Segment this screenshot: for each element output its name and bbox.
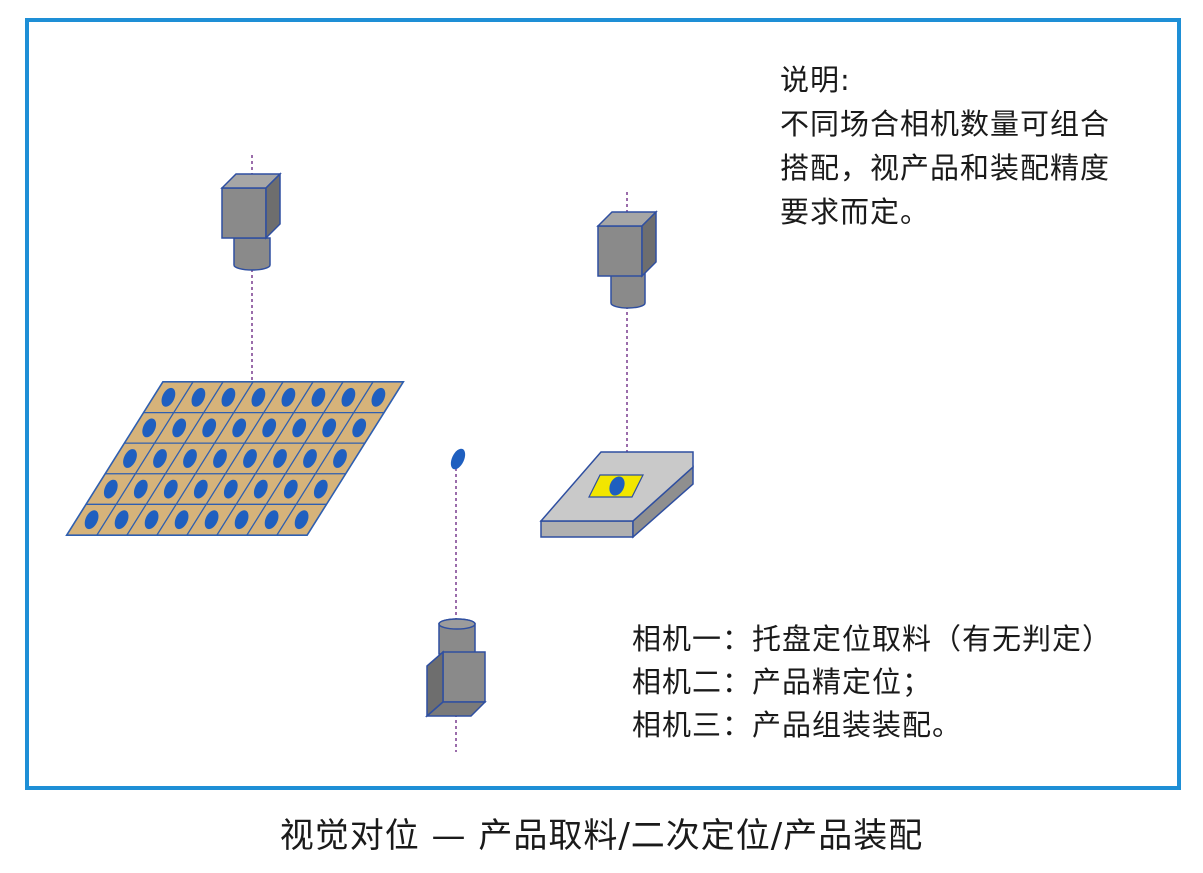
camera-icon <box>596 210 658 309</box>
part-icon <box>313 479 328 499</box>
part-icon <box>123 449 137 468</box>
part-icon <box>341 387 356 407</box>
note-line: 搭配，视产品和装配精度 <box>780 151 1111 185</box>
part-icon <box>223 479 238 499</box>
part-icon <box>193 479 208 499</box>
part-icon <box>133 479 148 499</box>
part-icon <box>172 418 187 438</box>
part-icon <box>232 418 247 438</box>
part-icon <box>609 476 625 496</box>
part-icon <box>243 449 257 468</box>
legend-item-camera-2: 相机二：产品精定位； <box>632 665 933 699</box>
part-icon <box>163 479 178 499</box>
part-icon <box>283 479 298 499</box>
part-icon <box>294 510 309 530</box>
part-icon <box>450 448 466 470</box>
part-icon <box>262 418 277 438</box>
note-line: 不同场合相机数量可组合 <box>780 107 1111 141</box>
part-icon <box>103 479 118 499</box>
part-icon <box>221 387 236 407</box>
part-icon <box>153 449 167 468</box>
part-icon <box>292 418 307 438</box>
part-icon <box>371 387 386 407</box>
note-heading: 说明: <box>780 63 851 97</box>
fixture-icon <box>539 451 694 539</box>
legend-item-camera-3: 相机三：产品组装装配。 <box>632 708 963 742</box>
diagram-frame <box>25 18 1181 790</box>
part-icon <box>352 418 367 438</box>
part-icon <box>311 387 326 407</box>
part-icon <box>264 510 279 530</box>
part-icon <box>303 449 317 468</box>
part-icon <box>213 449 227 468</box>
part-icon <box>142 418 157 438</box>
part-icon <box>174 510 189 530</box>
part-icon <box>191 387 206 407</box>
part-icon <box>204 510 219 530</box>
camera-legend: 相机一：托盘定位取料（有无判定） 相机二：产品精定位； 相机三：产品组装装配。 <box>632 618 1112 747</box>
part-icon <box>202 418 217 438</box>
part-icon <box>253 479 268 499</box>
note-line: 要求而定。 <box>780 195 931 229</box>
part-icon <box>84 510 99 530</box>
legend-item-camera-1: 相机一：托盘定位取料（有无判定） <box>632 622 1113 656</box>
part-icon <box>333 449 347 468</box>
part-icon <box>144 510 159 530</box>
part-icon <box>114 510 129 530</box>
tray-icon <box>65 381 405 536</box>
part-icon <box>281 387 296 407</box>
explanation-note: 说明: 不同场合相机数量可组合 搭配，视产品和装配精度 要求而定。 <box>780 58 1110 234</box>
part-icon <box>234 510 249 530</box>
part-icon <box>322 418 337 438</box>
part-icon <box>273 449 287 468</box>
camera-icon <box>425 618 487 718</box>
part-icon <box>161 387 176 407</box>
part-icon <box>251 387 266 407</box>
part-icon <box>183 449 197 468</box>
diagram-caption: 视觉对位 — 产品取料/二次定位/产品装配 <box>279 816 924 856</box>
camera-icon <box>220 172 282 271</box>
